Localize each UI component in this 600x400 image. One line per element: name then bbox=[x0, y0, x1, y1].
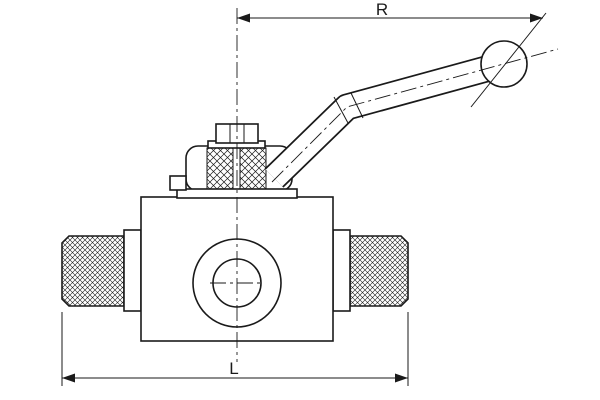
handle-bend-lines bbox=[333, 92, 364, 124]
stop-pin bbox=[169, 175, 187, 191]
arrowhead-left bbox=[237, 13, 250, 23]
stem-knurl-left bbox=[206, 147, 234, 191]
arrowhead-right bbox=[530, 13, 543, 23]
r-extension-line bbox=[470, 12, 547, 108]
dimension-r-label: R bbox=[376, 0, 388, 19]
right-collar bbox=[332, 229, 351, 312]
arrowhead-right bbox=[395, 373, 408, 383]
ball-knob bbox=[480, 40, 528, 88]
centerlines bbox=[210, 8, 547, 362]
left-thread-port bbox=[61, 235, 125, 307]
stem-knurl-right bbox=[239, 147, 267, 191]
dimension-l: L bbox=[61, 312, 409, 386]
handle-assembly bbox=[264, 40, 559, 188]
nut-flats bbox=[229, 124, 245, 143]
right-thread-port bbox=[349, 235, 409, 307]
arrowhead-left bbox=[62, 373, 75, 383]
handle-centerline bbox=[271, 48, 559, 183]
dimension-r: R bbox=[237, 0, 543, 23]
left-collar bbox=[123, 229, 142, 312]
dimension-l-label: L bbox=[229, 359, 238, 378]
